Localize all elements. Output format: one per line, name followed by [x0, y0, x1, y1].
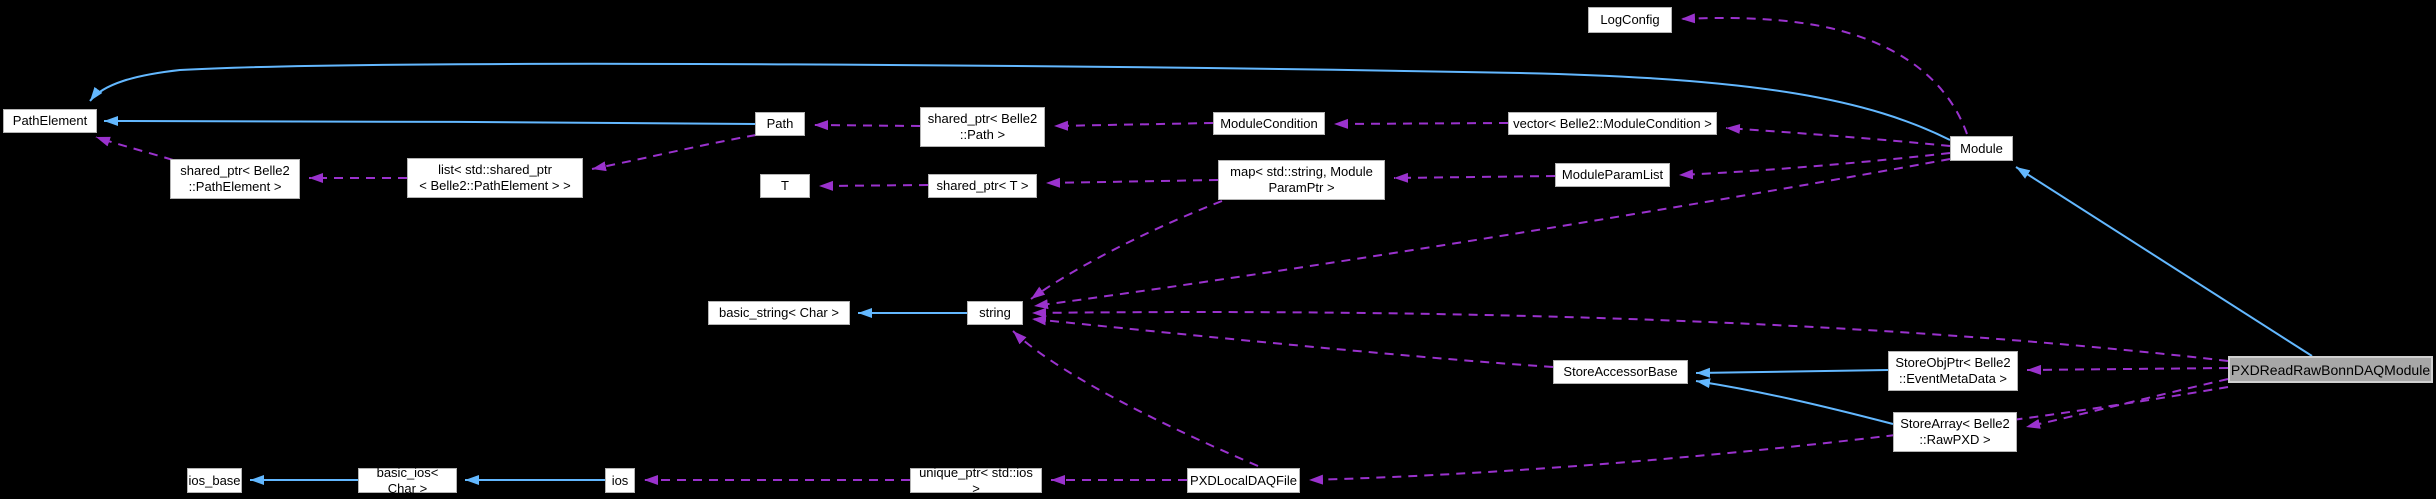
- node-map-moduleparamptr[interactable]: map< std::string, Module ParamPtr >: [1218, 160, 1385, 200]
- node-storeobjptr-eventmetadata[interactable]: StoreObjPtr< Belle2 ::EventMetaData >: [1888, 351, 2018, 391]
- node-storearray-rawpxd[interactable]: StoreArray< Belle2 ::RawPXD >: [1893, 412, 2017, 452]
- edge-pxdmodule-to-pxdlocaldaqfile: [1308, 386, 2229, 485]
- edge-pxdmodule-to-storeobjptr: [2026, 364, 2229, 375]
- node-basic-string-char[interactable]: basic_string< Char >: [708, 301, 850, 325]
- edge-sharedptrpathelement-to-pathelement: [95, 136, 174, 161]
- edge-sharedptrt-to-t: [818, 180, 929, 191]
- edge-storeobjptr-to-storeaccessorbase: [1695, 367, 1889, 378]
- edge-storeaccessorbase-to-string: [1031, 315, 1554, 368]
- node-pathelement[interactable]: PathElement: [3, 109, 97, 133]
- node-basic-ios-char[interactable]: basic_ios< Char >: [358, 465, 457, 496]
- node-moduleparamlist[interactable]: ModuleParamList: [1555, 163, 1670, 187]
- node-t[interactable]: T: [760, 174, 810, 198]
- node-shared-ptr-pathelement[interactable]: shared_ptr< Belle2 ::PathElement >: [170, 159, 300, 199]
- node-pxdlocaldaqfile[interactable]: PXDLocalDAQFile: [1187, 468, 1300, 493]
- edge-modulecondition-to-sharedptrpath: [1053, 120, 1214, 131]
- edge-moduleparamlist-to-map: [1393, 172, 1556, 183]
- node-string[interactable]: string: [967, 301, 1023, 325]
- node-logconfig[interactable]: LogConfig: [1588, 7, 1672, 33]
- node-path[interactable]: Path: [755, 112, 805, 136]
- edge-module-to-pathelement: [89, 62, 1951, 141]
- edge-vector-to-modulecondition: [1333, 118, 1509, 129]
- edge-storearray-to-storeaccessorbase: [1695, 378, 1894, 425]
- edge-pxdmodule-to-module: [2015, 166, 2313, 357]
- edge-module-to-logconfig: [1680, 13, 1968, 135]
- node-pxdreadrawbonndaqmodule[interactable]: PXDReadRawBonnDAQModule: [2228, 356, 2433, 383]
- edge-pxdmodule-to-storearray: [2025, 378, 2229, 429]
- edge-map-to-string: [1030, 200, 1223, 300]
- node-vector-modulecondition[interactable]: vector< Belle2::ModuleCondition >: [1508, 112, 1717, 135]
- node-storeaccessorbase[interactable]: StoreAccessorBase: [1553, 360, 1688, 384]
- edge-path-to-pathelement: [103, 116, 756, 127]
- node-shared-ptr-t[interactable]: shared_ptr< T >: [928, 174, 1037, 198]
- node-unique-ptr-std-ios[interactable]: unique_ptr< std::ios >: [910, 465, 1042, 496]
- edge-module-to-string: [1033, 158, 1951, 310]
- node-ios-base[interactable]: ios_base: [187, 468, 242, 493]
- node-list-shared-ptr-pathelement[interactable]: list< std::shared_ptr < Belle2::PathElem…: [407, 158, 583, 198]
- node-shared-ptr-path[interactable]: shared_ptr< Belle2 ::Path >: [920, 107, 1045, 147]
- edge-module-to-moduleparamlist: [1678, 152, 1951, 180]
- edge-module-to-vector: [1725, 123, 1951, 147]
- edge-sharedptrpath-to-path: [813, 120, 921, 131]
- node-module[interactable]: Module: [1950, 136, 2013, 161]
- node-ios[interactable]: ios: [605, 468, 635, 493]
- edge-pxdlocaldaqfile-to-string: [1012, 330, 1259, 467]
- edge-map-to-sharedptrt: [1045, 177, 1219, 188]
- edge-pxdmodule-to-string: [1031, 307, 2229, 362]
- node-modulecondition[interactable]: ModuleCondition: [1213, 112, 1325, 135]
- edge-path-to-list: [591, 134, 757, 172]
